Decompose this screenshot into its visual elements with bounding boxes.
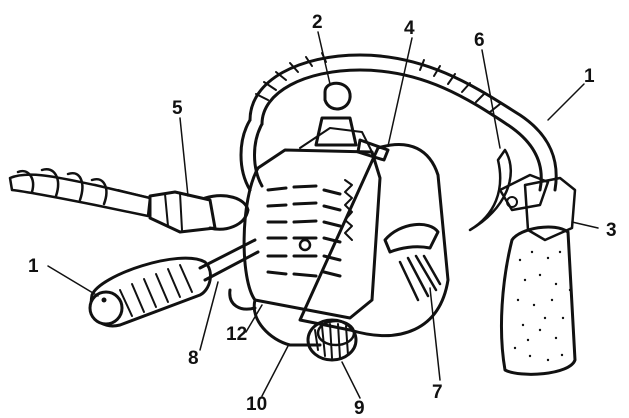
callout-4: 4: [404, 18, 415, 39]
cooling-vents: [266, 184, 342, 278]
callout-1-left: 1: [28, 256, 39, 277]
callout-8: 8: [188, 348, 199, 369]
gearbox: [148, 190, 250, 234]
callout-1-right: 1: [584, 66, 595, 87]
callout-12: 12: [226, 324, 247, 345]
engine-body: [228, 81, 450, 362]
auger-bit: [8, 167, 152, 218]
callout-6: 6: [474, 30, 485, 51]
callout-7: 7: [432, 382, 443, 403]
leader-lines: [47, 31, 599, 399]
left-handle: [88, 238, 260, 328]
throttle-bracket: [468, 148, 550, 232]
handlebar-frame: [239, 52, 558, 192]
right-handle-grip: [499, 176, 577, 376]
callout-labels: 2 4 6 1 5 3 1 12 8 7 10 9: [28, 12, 617, 418]
callout-9: 9: [354, 398, 365, 418]
callout-5: 5: [172, 98, 183, 119]
grip-stipple: [513, 250, 572, 362]
callout-10: 10: [246, 394, 267, 415]
callout-2: 2: [312, 12, 323, 33]
callout-3: 3: [606, 220, 617, 241]
